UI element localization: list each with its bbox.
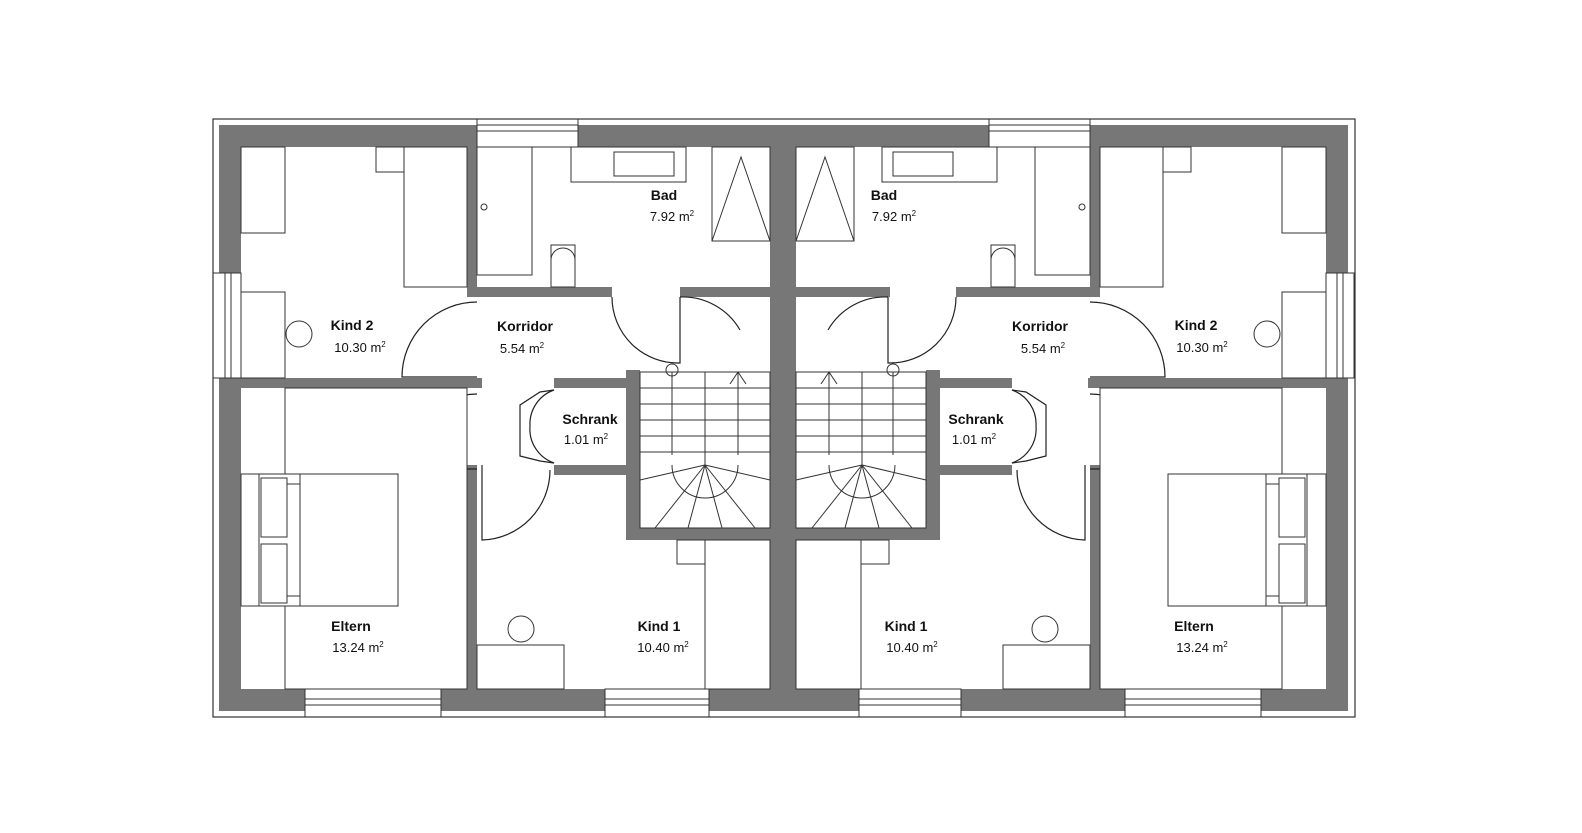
stairs-right	[795, 363, 927, 529]
area-value: 10.40	[886, 640, 919, 655]
stairs-left	[639, 363, 771, 529]
area-unit: m	[1212, 340, 1223, 355]
area-value: 7.92	[872, 209, 897, 224]
room-kind2-left: Kind 2 10.30 m2	[331, 317, 387, 355]
area-value: 5.54	[1021, 341, 1046, 356]
room-area: 10.40 m2	[886, 640, 938, 655]
room-area: 5.54 m2	[1021, 341, 1066, 356]
area-exponent: 2	[912, 209, 917, 218]
area-exponent: 2	[684, 640, 689, 649]
room-area: 13.24 m2	[1176, 640, 1228, 655]
area-unit: m	[901, 209, 912, 224]
area-value: 1.01	[564, 432, 589, 447]
area-unit: m	[679, 209, 690, 224]
area-exponent: 2	[933, 640, 938, 649]
furniture-left	[240, 146, 771, 690]
furniture-right	[795, 146, 1327, 690]
room-name: Bad	[871, 187, 897, 203]
room-korridor-right: Korridor 5.54 m2	[1012, 318, 1069, 356]
room-area: 7.92 m2	[650, 209, 695, 224]
area-unit: m	[529, 341, 540, 356]
area-value: 5.54	[500, 341, 525, 356]
room-area: 1.01 m2	[952, 432, 997, 447]
room-area: 7.92 m2	[872, 209, 917, 224]
area-unit: m	[673, 640, 684, 655]
area-exponent: 2	[1223, 640, 1228, 649]
room-name: Kind 1	[885, 618, 928, 634]
room-name: Kind 2	[1175, 317, 1218, 333]
area-value: 13.24	[1176, 640, 1209, 655]
area-unit: m	[1212, 640, 1223, 655]
area-unit: m	[1050, 341, 1061, 356]
area-exponent: 2	[540, 341, 545, 350]
exterior-walls	[219, 125, 1348, 711]
interior-walls	[241, 147, 1326, 689]
room-name: Kind 2	[331, 317, 374, 333]
room-name: Schrank	[948, 411, 1003, 427]
room-kind1-right: Kind 1 10.40 m2	[885, 618, 939, 655]
room-area: 10.30 m2	[1176, 340, 1228, 355]
room-schrank-left: Schrank 1.01 m2	[562, 411, 617, 447]
room-area: 10.30 m2	[334, 340, 386, 355]
area-exponent: 2	[992, 432, 997, 441]
room-eltern-left: Eltern 13.24 m2	[331, 618, 384, 655]
room-name: Bad	[651, 187, 677, 203]
area-value: 10.40	[637, 640, 670, 655]
area-unit: m	[593, 432, 604, 447]
outer-outline	[212, 118, 1356, 718]
room-name: Eltern	[1174, 618, 1214, 634]
area-unit: m	[922, 640, 933, 655]
room-name: Eltern	[331, 618, 371, 634]
room-name: Schrank	[562, 411, 617, 427]
area-exponent: 2	[1061, 341, 1066, 350]
room-bad-left: Bad 7.92 m2	[650, 187, 695, 224]
area-unit: m	[370, 340, 381, 355]
area-value: 10.30	[334, 340, 367, 355]
room-kind2-right: Kind 2 10.30 m2	[1175, 317, 1229, 355]
area-value: 10.30	[1176, 340, 1209, 355]
area-exponent: 2	[379, 640, 384, 649]
room-eltern-right: Eltern 13.24 m2	[1174, 618, 1228, 655]
room-kind1-left: Kind 1 10.40 m2	[637, 618, 689, 655]
area-unit: m	[981, 432, 992, 447]
room-korridor-left: Korridor 5.54 m2	[497, 318, 554, 356]
room-bad-right: Bad 7.92 m2	[871, 187, 917, 224]
area-value: 7.92	[650, 209, 675, 224]
area-value: 13.24	[332, 640, 365, 655]
room-area: 1.01 m2	[564, 432, 609, 447]
room-labels: Kind 2 10.30 m2 Bad 7.92 m2 Korridor 5.5…	[331, 187, 1229, 655]
room-schrank-right: Schrank 1.01 m2	[948, 411, 1003, 447]
room-name: Korridor	[1012, 318, 1069, 334]
room-area: 13.24 m2	[332, 640, 384, 655]
room-area: 10.40 m2	[637, 640, 689, 655]
room-area: 5.54 m2	[500, 341, 545, 356]
area-exponent: 2	[604, 432, 609, 441]
area-exponent: 2	[690, 209, 695, 218]
area-unit: m	[368, 640, 379, 655]
area-exponent: 2	[381, 340, 386, 349]
area-exponent: 2	[1223, 340, 1228, 349]
room-name: Korridor	[497, 318, 554, 334]
room-name: Kind 1	[638, 618, 681, 634]
area-value: 1.01	[952, 432, 977, 447]
